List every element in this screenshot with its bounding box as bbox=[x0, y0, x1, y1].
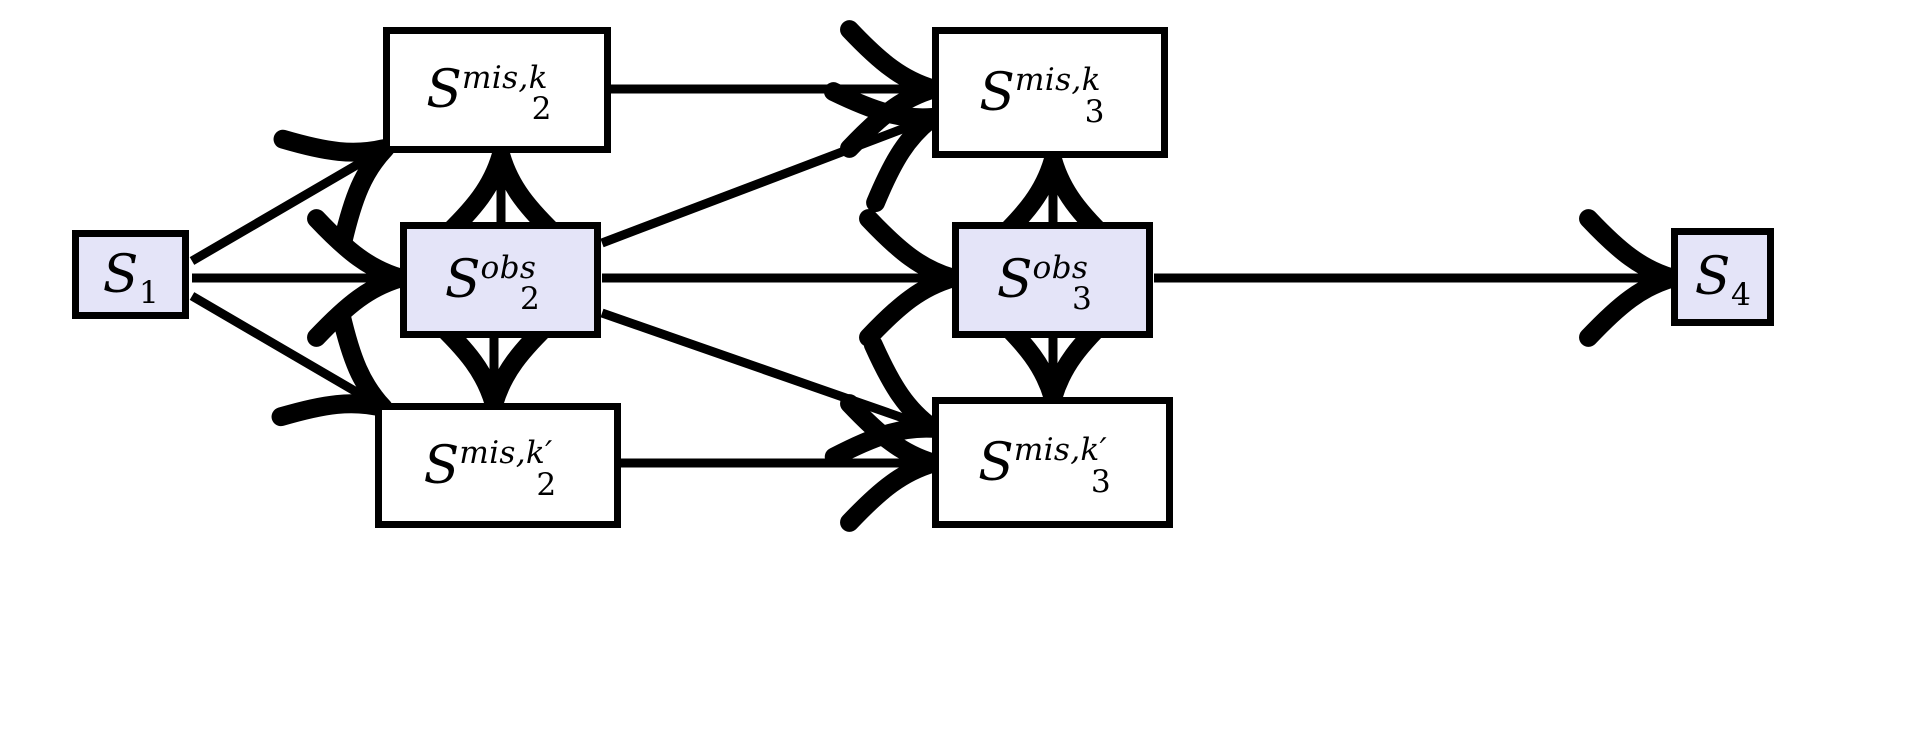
node-s2-mis-k-subscript: 2 bbox=[531, 91, 552, 128]
node-s3-mis-k-base: S bbox=[979, 62, 1015, 123]
node-s3-mis-k-label: Smis,k3 bbox=[979, 65, 1120, 128]
node-s1[interactable]: S1 bbox=[72, 230, 189, 319]
node-s1-label: S1 bbox=[103, 249, 159, 309]
node-s3-mis-kp-superscript: mis,k′ bbox=[1013, 432, 1108, 469]
node-s3-obs[interactable]: Sobs3 bbox=[952, 222, 1153, 338]
edge-s2-obs-to-s3-mis-k bbox=[600, 82, 943, 248]
node-s3-mis-kp-subscript: 3 bbox=[1090, 463, 1111, 500]
node-s3-mis-kp-base: S bbox=[978, 432, 1014, 493]
node-s3-mis-kp[interactable]: Smis,k′3 bbox=[932, 397, 1173, 528]
node-s4-label: S4 bbox=[1695, 251, 1751, 311]
node-s4[interactable]: S4 bbox=[1671, 228, 1774, 326]
node-s3-obs-superscript: obs bbox=[1032, 249, 1089, 286]
node-s2-obs-superscript: obs bbox=[480, 249, 537, 286]
node-s3-obs-base: S bbox=[996, 250, 1033, 310]
node-s2-mis-k-label: Smis,k2 bbox=[426, 62, 567, 125]
node-s3-obs-label: Sobs3 bbox=[997, 252, 1108, 315]
node-s3-obs-subscript: 3 bbox=[1072, 281, 1092, 318]
edge-s1-to-s2-mis-k bbox=[189, 129, 395, 265]
node-s4-base: S bbox=[1694, 247, 1731, 307]
node-s1-subscript: 1 bbox=[139, 274, 159, 311]
node-s3-mis-k-superscript: mis,k bbox=[1014, 62, 1101, 99]
node-s2-mis-k-base: S bbox=[426, 60, 462, 120]
node-s3-mis-k[interactable]: Smis,k3 bbox=[932, 27, 1168, 158]
node-s3-mis-kp-label: Smis,k′3 bbox=[978, 435, 1127, 498]
node-s4-subscript: 4 bbox=[1731, 277, 1751, 314]
node-s2-mis-kp-subscript: 2 bbox=[536, 466, 557, 503]
node-s2-mis-kp-superscript: mis,k′ bbox=[459, 435, 553, 472]
node-s2-obs-subscript: 2 bbox=[520, 281, 540, 318]
node-s2-mis-k[interactable]: Smis,k2 bbox=[383, 27, 611, 153]
node-s2-mis-kp[interactable]: Smis,k′2 bbox=[375, 403, 621, 528]
edge-s1-to-s2-mis-kp bbox=[189, 292, 393, 427]
node-s2-mis-kp-label: Smis,k′2 bbox=[424, 438, 573, 501]
node-s2-obs[interactable]: Sobs2 bbox=[400, 222, 601, 338]
node-s2-obs-label: Sobs2 bbox=[445, 252, 556, 315]
node-s1-base: S bbox=[102, 244, 139, 305]
edge-s2-obs-to-s3-mis-kp bbox=[600, 308, 943, 467]
node-s3-mis-k-subscript: 3 bbox=[1084, 93, 1105, 130]
node-s2-obs-base: S bbox=[444, 250, 481, 310]
node-s2-mis-kp-base: S bbox=[423, 435, 460, 496]
node-s2-mis-k-superscript: mis,k bbox=[461, 59, 548, 96]
